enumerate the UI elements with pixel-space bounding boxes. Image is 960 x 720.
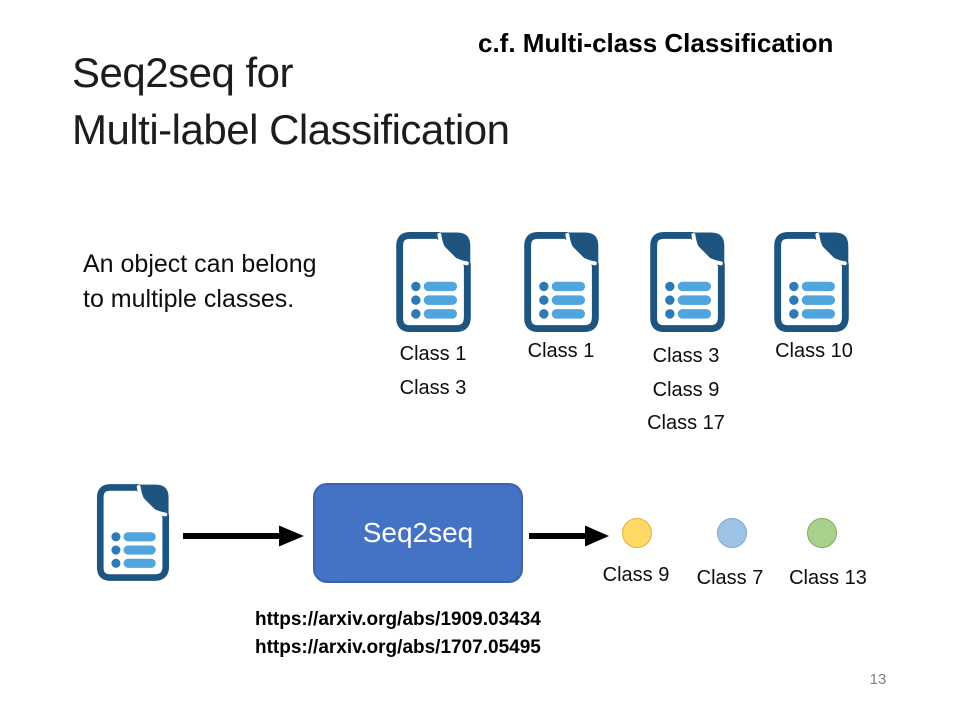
arrow-right-icon xyxy=(180,524,306,548)
page-number: 13 xyxy=(869,671,887,688)
class-circle-yellow xyxy=(622,518,652,548)
reference-url: https://arxiv.org/abs/1707.05495 xyxy=(255,637,541,658)
class-label: Class 3 xyxy=(652,345,720,367)
document-icon xyxy=(523,231,600,333)
reference-url: https://arxiv.org/abs/1909.03434 xyxy=(255,609,541,630)
circle-class-label: Class 7 xyxy=(696,567,764,589)
seq2seq-label: Seq2seq xyxy=(362,517,474,548)
arrow-right-icon xyxy=(527,524,611,548)
seq2seq-box: Seq2seq xyxy=(313,483,523,583)
corner-note: c.f. Multi-class Classification xyxy=(478,28,834,58)
title-line-1: Seq2seq for xyxy=(72,49,294,96)
circle-class-label: Class 13 xyxy=(789,567,867,589)
reference-links: https://arxiv.org/abs/1909.03434 https:/… xyxy=(255,606,541,662)
class-label: Class 17 xyxy=(647,412,725,434)
body-text-line-2: to multiple classes. xyxy=(83,285,295,313)
class-circle-green xyxy=(807,518,837,548)
document-label-stack: Class 10 xyxy=(734,335,894,369)
body-text-line-1: An object can belong xyxy=(83,250,317,278)
class-label: Class 9 xyxy=(652,378,720,401)
document-icon xyxy=(96,481,170,584)
page-title: Seq2seq for Multi-label Classification xyxy=(72,44,652,158)
document-icon xyxy=(773,231,850,333)
document-icon xyxy=(649,231,726,333)
title-line-2: Multi-label Classification xyxy=(72,106,510,153)
class-label: Class 1 xyxy=(527,340,595,362)
document-icon xyxy=(395,231,472,333)
document-label-stack: Class 1 Class 3 xyxy=(353,338,513,405)
body-text: An object can belong to multiple classes… xyxy=(83,247,383,317)
document-label-stack: Class 3 Class 9 Class 17 xyxy=(606,340,766,441)
class-label: Class 3 xyxy=(399,376,467,399)
class-label: Class 1 xyxy=(399,343,467,365)
class-label: Class 10 xyxy=(775,340,853,362)
document-label-stack: Class 1 xyxy=(481,335,641,369)
class-circle-blue xyxy=(717,518,747,548)
circle-class-label: Class 9 xyxy=(602,564,670,586)
